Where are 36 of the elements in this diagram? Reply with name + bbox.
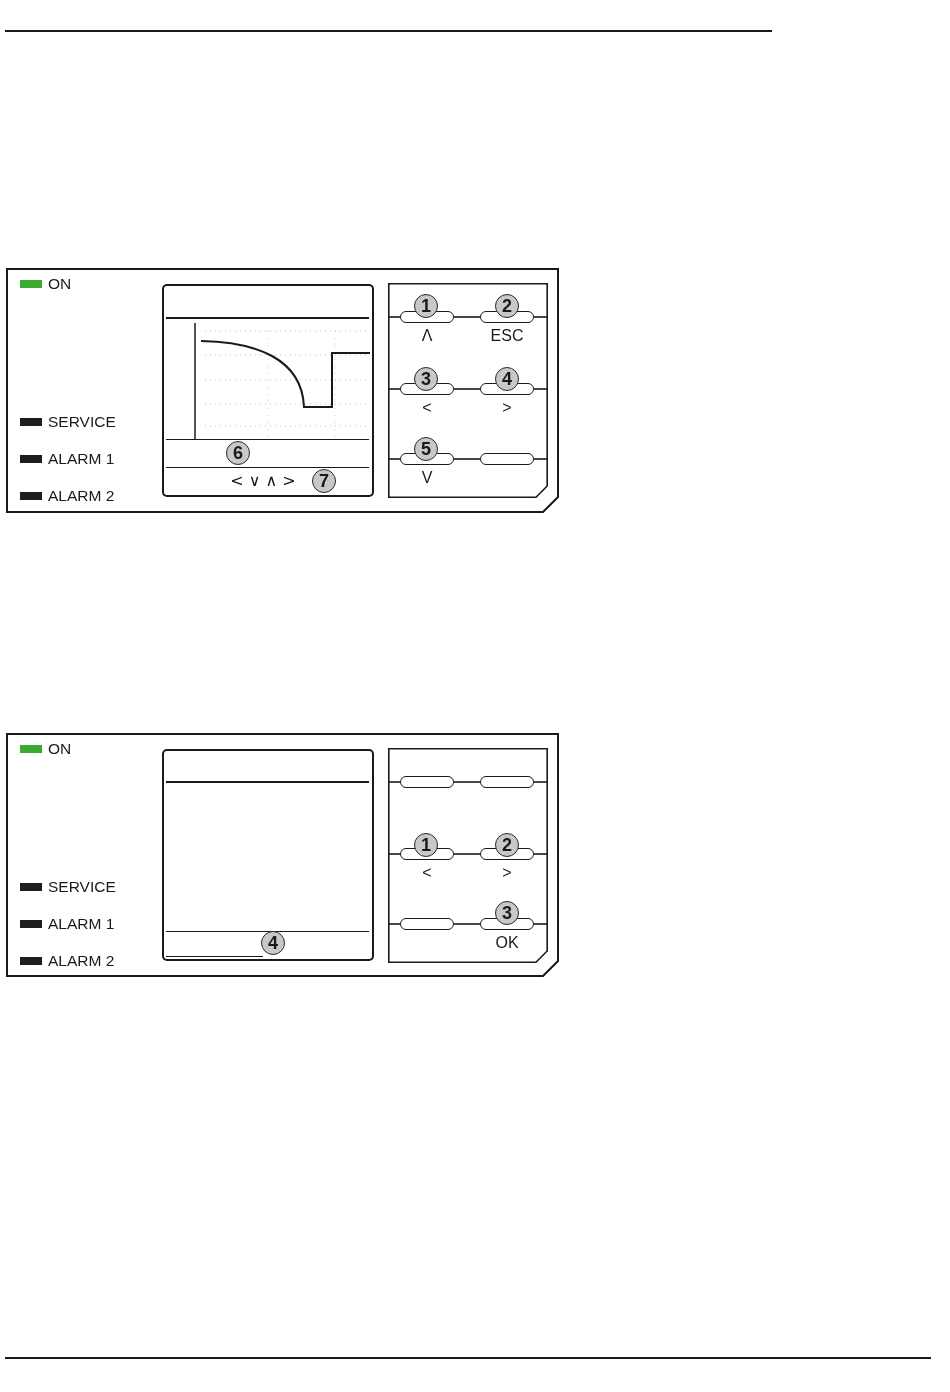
key-label: Λ	[421, 326, 433, 346]
led-label: ON	[48, 274, 72, 294]
led-label: ALARM 2	[48, 951, 115, 971]
navigation-hint: < ∨ ∧ >	[230, 471, 296, 491]
callout-number: 3	[495, 901, 519, 925]
display-screen	[162, 749, 374, 961]
callout-number: 3	[414, 367, 438, 391]
callout-number: 1	[414, 294, 438, 318]
callout-number: 1	[414, 833, 438, 857]
led-label: ALARM 1	[48, 914, 115, 934]
led-label: ON	[48, 739, 72, 759]
key-label: OK	[495, 933, 519, 953]
led-label: SERVICE	[48, 412, 116, 432]
key-label: >	[502, 398, 512, 418]
connector-line	[453, 388, 481, 390]
connector-line	[453, 853, 481, 855]
display-screen	[162, 284, 374, 497]
key-label: V	[421, 468, 433, 488]
led-label: ALARM 1	[48, 449, 115, 469]
connector-line	[453, 923, 481, 925]
callout-number: 7	[312, 469, 336, 493]
callout-number: 5	[414, 437, 438, 461]
callout-number: 2	[495, 833, 519, 857]
key-label: <	[422, 398, 432, 418]
connector-line	[453, 458, 481, 460]
led-label: ALARM 2	[48, 486, 115, 506]
connector-line	[453, 316, 481, 318]
callout-number: 4	[261, 931, 285, 955]
key-label: ESC	[490, 326, 524, 346]
key-label: <	[422, 863, 432, 883]
led-label: SERVICE	[48, 877, 116, 897]
key-label: >	[502, 863, 512, 883]
callout-number: 2	[495, 294, 519, 318]
callout-number: 6	[226, 441, 250, 465]
connector-line	[453, 781, 481, 783]
callout-number: 4	[495, 367, 519, 391]
